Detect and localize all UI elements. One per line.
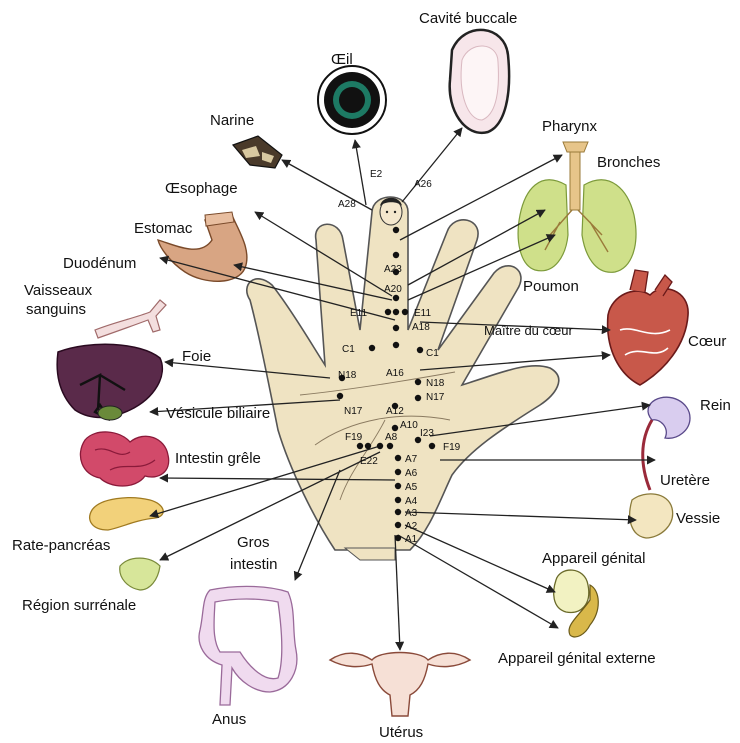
label-uterus: Utérus bbox=[379, 724, 423, 741]
point-n18-right: N18 bbox=[426, 378, 445, 389]
mouth-cavity-organ-icon bbox=[448, 28, 511, 135]
point-a8: A8 bbox=[385, 432, 398, 443]
label-oesophage: Œsophage bbox=[165, 180, 238, 197]
small-intestine-organ-icon bbox=[79, 431, 170, 487]
label-duodenum: Duodénum bbox=[63, 255, 136, 272]
point-a7: A7 bbox=[405, 454, 418, 465]
point-n17-left: N17 bbox=[344, 406, 363, 417]
label-appareil-genital-externe: Appareil génital externe bbox=[498, 650, 656, 667]
label-poumon: Poumon bbox=[523, 278, 579, 295]
label-intestin-grele: Intestin grêle bbox=[175, 450, 261, 467]
stomach-organ-icon bbox=[157, 211, 248, 282]
genital-organ-icon bbox=[553, 569, 599, 638]
point-i23: I23 bbox=[420, 428, 434, 439]
label-estomac: Estomac bbox=[134, 220, 193, 237]
label-rate-pancreas: Rate-pancréas bbox=[12, 537, 110, 554]
adrenal-gland-organ-icon bbox=[119, 557, 161, 591]
label-anus: Anus bbox=[212, 711, 246, 728]
point-c1-left: C1 bbox=[342, 344, 355, 355]
large-intestine-organ-icon bbox=[198, 585, 298, 706]
bladder-organ-icon bbox=[629, 493, 674, 539]
label-narine: Narine bbox=[210, 112, 254, 129]
point-a3: A3 bbox=[405, 508, 418, 519]
point-a18: A18 bbox=[412, 322, 430, 333]
label-uretere: Uretère bbox=[660, 472, 710, 489]
label-gros-intestin-line2: intestin bbox=[230, 556, 278, 573]
point-e11-right: E11 bbox=[414, 308, 431, 319]
kidney-organ-icon bbox=[641, 396, 691, 491]
label-vaisseaux-line2: sanguins bbox=[26, 301, 86, 318]
point-a26: A26 bbox=[414, 179, 432, 190]
label-vessie: Vessie bbox=[676, 510, 720, 527]
label-pharynx: Pharynx bbox=[542, 118, 598, 135]
label-foie: Foie bbox=[182, 348, 211, 365]
point-a2: A2 bbox=[405, 521, 418, 532]
label-cavite-buccale: Cavité buccale bbox=[419, 10, 517, 27]
lungs-organ-icon bbox=[517, 141, 637, 273]
reflex-points bbox=[336, 226, 436, 542]
eye-organ-icon bbox=[317, 65, 387, 135]
point-n17-right: N17 bbox=[426, 392, 445, 403]
blood-vessels-organ-icon bbox=[94, 299, 167, 339]
point-e11-left: E11 bbox=[350, 308, 367, 319]
point-a6: A6 bbox=[405, 468, 418, 479]
label-region-surrenale: Région surrénale bbox=[22, 597, 136, 614]
point-a4: A4 bbox=[405, 496, 418, 507]
label-bronches: Bronches bbox=[597, 154, 660, 171]
nostril-organ-icon bbox=[231, 135, 283, 169]
label-oeil: Œil bbox=[331, 51, 353, 68]
point-labels: A28 E2 A26 A23 A20 E11 E11 A18 C1 C1 A16… bbox=[338, 169, 461, 545]
point-n18-left: N18 bbox=[338, 370, 357, 381]
label-rein: Rein bbox=[700, 397, 731, 414]
point-f19-right: F19 bbox=[443, 442, 461, 453]
label-gros-intestin-line1: Gros bbox=[237, 534, 270, 551]
point-a23: A23 bbox=[384, 264, 402, 275]
connector-arrows bbox=[149, 127, 656, 651]
point-f19-left: F19 bbox=[345, 432, 363, 443]
label-maitre-coeur: Maître du cœur bbox=[484, 323, 574, 338]
label-coeur: Cœur bbox=[688, 333, 726, 350]
point-c1-right: C1 bbox=[426, 348, 439, 359]
organ-labels: Œil Cavité buccale Narine Pharynx Bronch… bbox=[12, 10, 731, 741]
point-a20: A20 bbox=[384, 284, 402, 295]
uterus-organ-icon bbox=[328, 651, 472, 717]
spleen-pancreas-organ-icon bbox=[89, 497, 164, 531]
point-e2: E2 bbox=[370, 169, 383, 180]
liver-organ-icon bbox=[56, 343, 164, 422]
heart-organ-icon bbox=[606, 269, 689, 386]
point-a1: A1 bbox=[405, 534, 418, 545]
point-e22: E22 bbox=[360, 456, 378, 467]
point-a12: A12 bbox=[386, 406, 404, 417]
point-a16: A16 bbox=[386, 368, 404, 379]
label-appareil-genital: Appareil génital bbox=[542, 550, 645, 567]
fingertip-face-icon bbox=[379, 197, 403, 226]
label-vesicule: Vésicule biliaire bbox=[166, 405, 270, 422]
point-a10: A10 bbox=[400, 420, 418, 431]
point-a28: A28 bbox=[338, 199, 356, 210]
point-a5: A5 bbox=[405, 482, 418, 493]
label-vaisseaux-line1: Vaisseaux bbox=[24, 282, 93, 299]
